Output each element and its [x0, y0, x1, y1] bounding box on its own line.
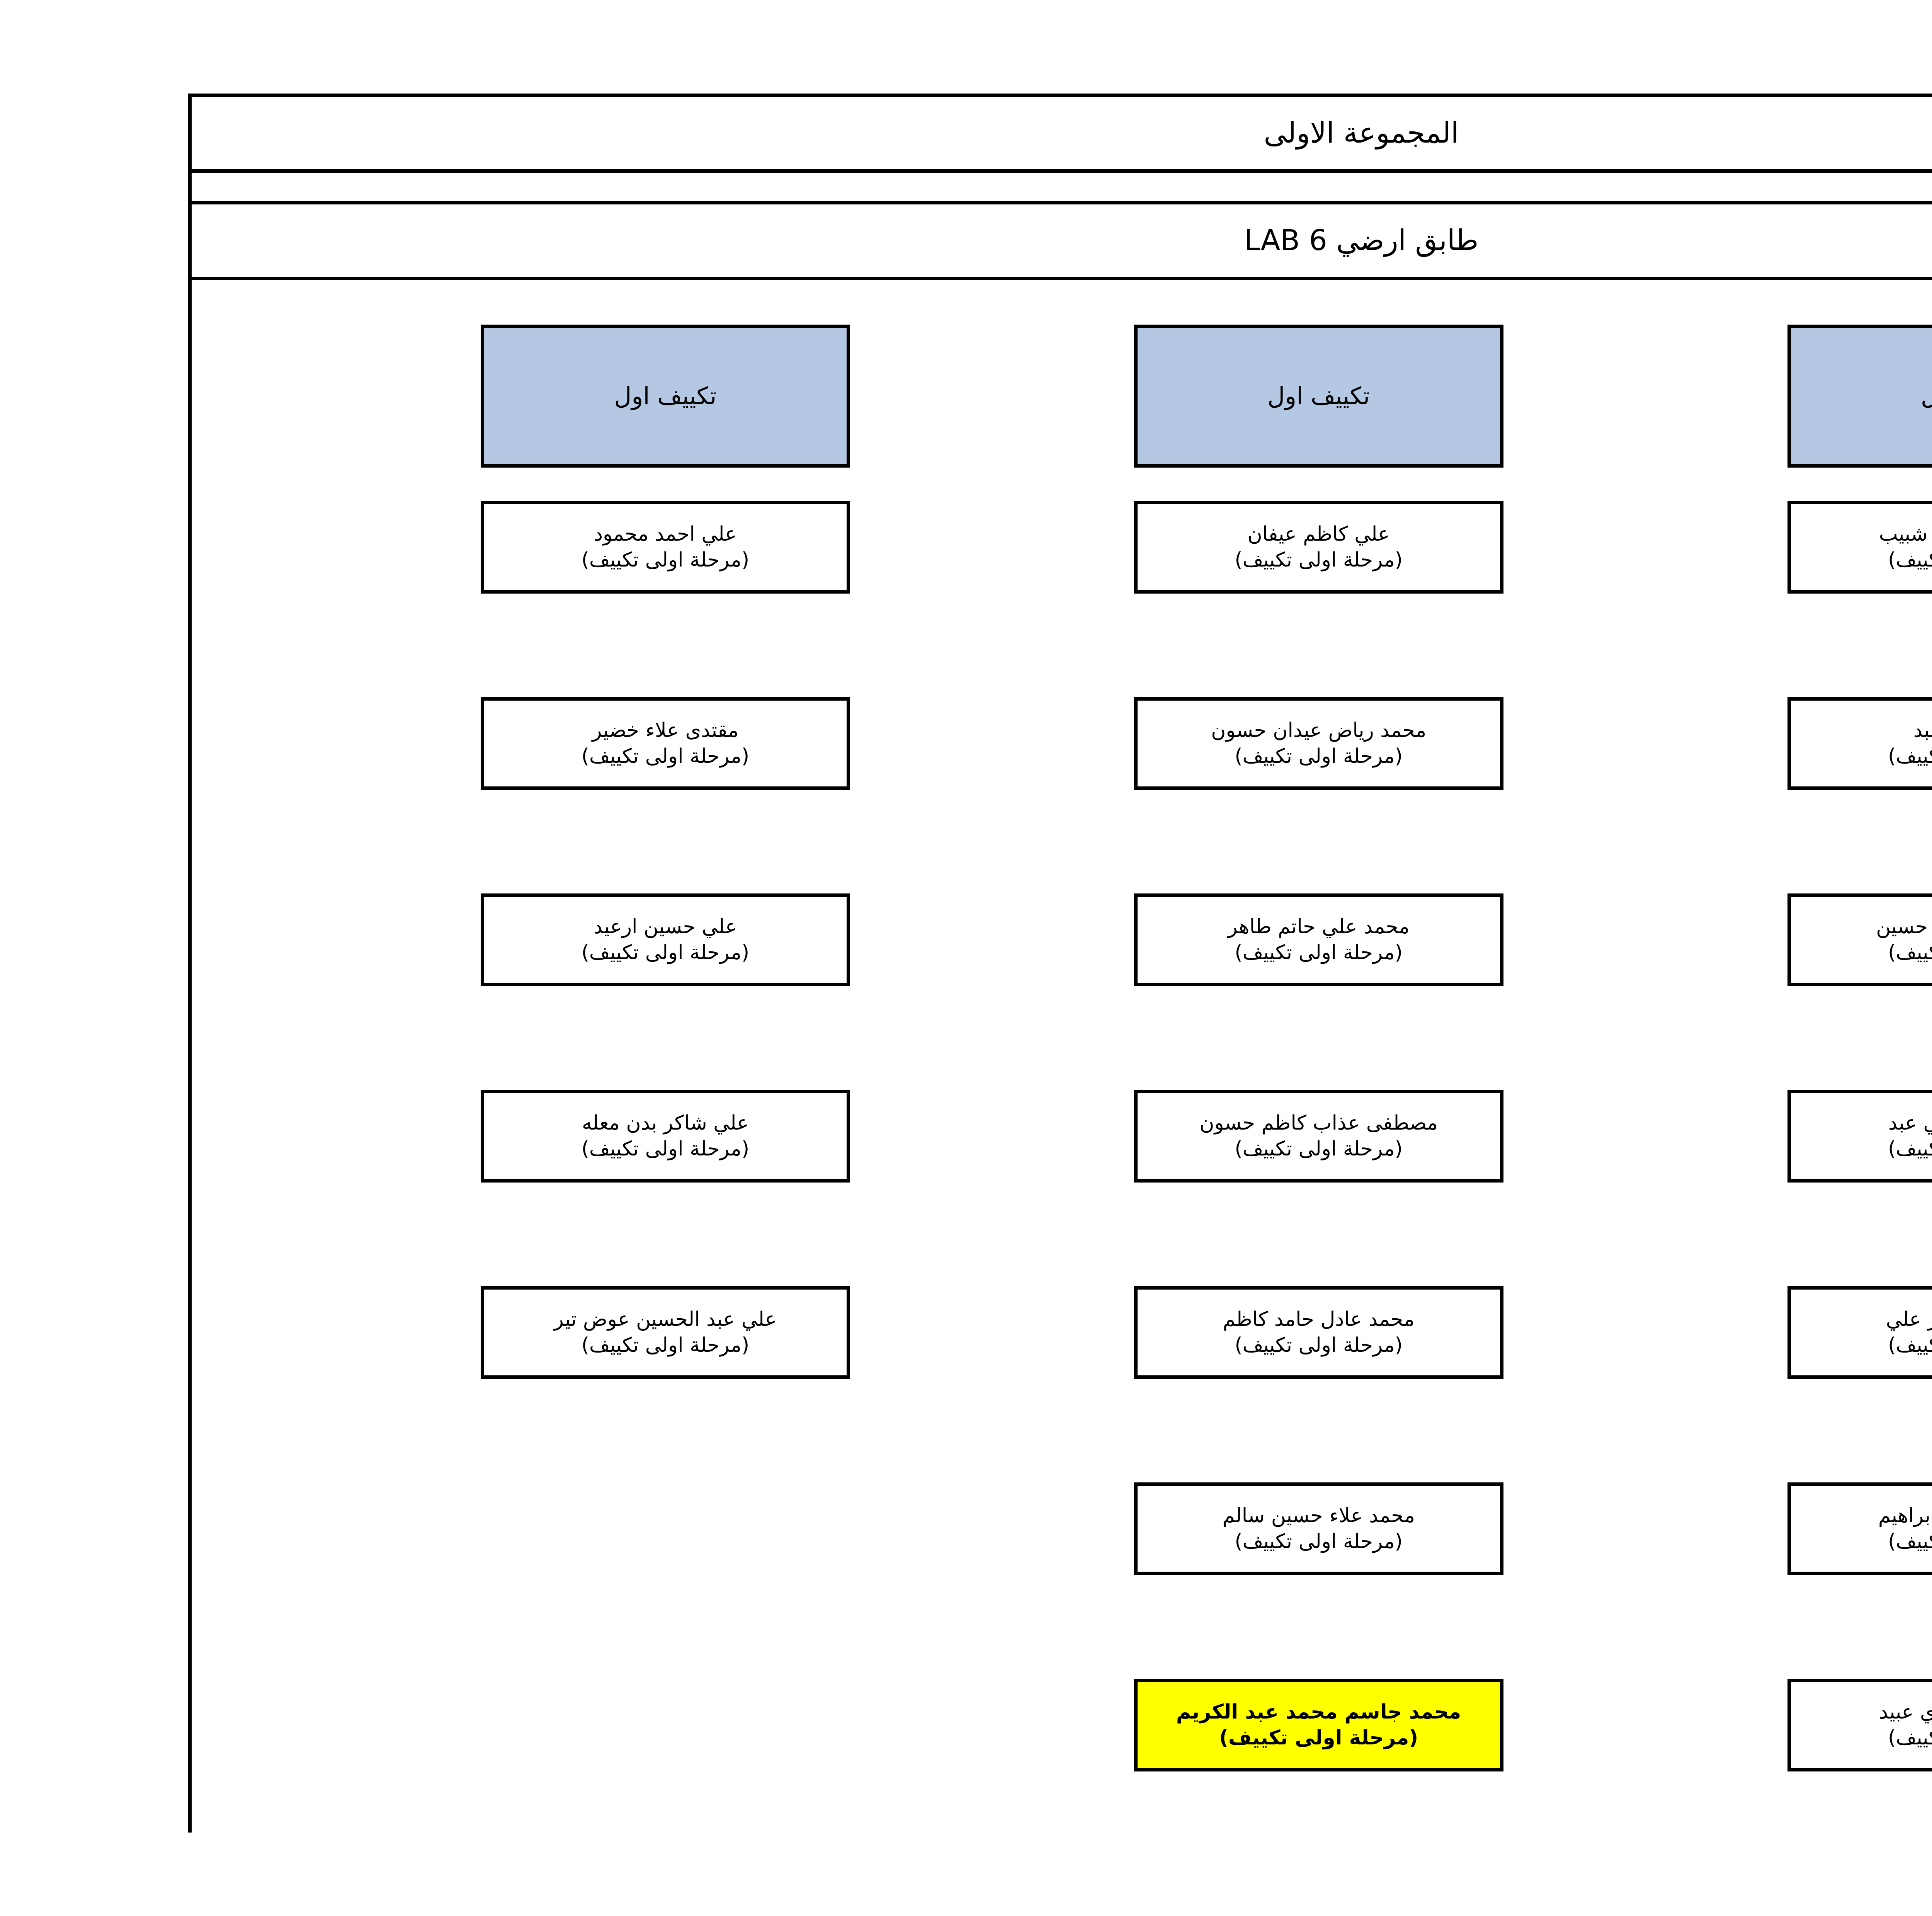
student-name: محمد علاء حسين سالم: [1222, 1504, 1415, 1528]
student-cell: ليث ياسين عبد ابراهيم(مرحلة اولى تكييف): [1787, 1482, 1932, 1575]
student-stage: (مرحلة اولى تكييف): [1235, 941, 1403, 964]
student-stage: (مرحلة اولى تكييف): [1235, 1530, 1403, 1553]
column-header-label: تكييف اول: [1267, 382, 1370, 410]
student-stage: (مرحلة اولى تكييف): [581, 1137, 750, 1160]
student-cell: محمد علي حاتم طاهر(مرحلة اولى تكييف): [1134, 893, 1503, 986]
student-stage: (مرحلة اولى تكييف): [1888, 548, 1932, 572]
group-title-bar: المجموعة الاولى: [188, 94, 1932, 173]
student-cell-highlighted: محمد جاسم محمد عبد الكريم(مرحلة اولى تكي…: [1134, 1679, 1503, 1771]
student-name: علي حسين ارعيد: [593, 915, 737, 939]
page-outer-frame: [188, 94, 1932, 1833]
floor-title-bar: طابق ارضي LAB 6: [188, 201, 1932, 280]
student-name: محمد جاسم محمد عبد الكريم: [1176, 1700, 1461, 1724]
student-stage: (مرحلة اولى تكييف): [1888, 1726, 1932, 1749]
student-cell: علي مجيد عبد (مرحلة اولى تكييف): [1787, 697, 1932, 790]
student-name: مصطفى عذاب كاظم حسون: [1199, 1111, 1438, 1135]
student-stage: (مرحلة اولى تكييف): [1888, 1530, 1932, 1553]
student-name: علي احمد محمود: [594, 522, 737, 546]
student-cell: محمد رياض عيدان حسون (مرحلة اولى تكييف): [1134, 697, 1503, 790]
student-name: علي كريم رشيد شبيب: [1879, 522, 1932, 546]
student-stage: (مرحلة اولى تكييف): [581, 1334, 750, 1357]
column-header-2: تكييف اول: [1134, 325, 1503, 468]
student-cell: فائز حسين علي عبد(مرحلة اولى تكييف): [1787, 1090, 1932, 1183]
column-header-3: تكييف اول: [1787, 325, 1932, 468]
student-stage: (مرحلة اولى تكييف): [1235, 745, 1403, 768]
student-name: محمد عادل حامد كاظم: [1223, 1308, 1415, 1331]
page-title: المجموعة الاولى: [1264, 116, 1459, 150]
student-stage: (مرحلة اولى تكييف): [1235, 1334, 1403, 1357]
student-cell: علي كريم رشيد شبيب(مرحلة اولى تكييف): [1787, 501, 1932, 594]
student-cell: علي عبد الحسين عوض تير (مرحلة اولى تكييف): [481, 1286, 850, 1379]
column-header-label: تكييف اول: [1920, 382, 1932, 410]
student-name: محمد رياض عيدان حسون: [1211, 719, 1427, 742]
page-subtitle: طابق ارضي LAB 6: [1244, 223, 1479, 257]
student-cell: علي شاكر بدن معله(مرحلة اولى تكييف): [481, 1090, 850, 1183]
student-stage: (مرحلة اولى تكييف): [1235, 548, 1403, 572]
student-cell: هادي غسان هادي عبيد(مرحلة اولى تكييف): [1787, 1679, 1932, 1771]
student-name: هادي غسان هادي عبيد: [1879, 1700, 1932, 1724]
student-name: محمد علي حاتم طاهر: [1228, 915, 1410, 939]
student-name: علي كاظم عيفان: [1247, 522, 1390, 546]
student-cell: علي حسين ارعيد(مرحلة اولى تكييف): [481, 893, 850, 986]
student-name: علي شاكر بدن معله: [582, 1111, 749, 1135]
student-name: قاسم محمد نور علي: [1886, 1308, 1932, 1331]
student-stage: (مرحلة اولى تكييف): [1888, 1334, 1932, 1357]
student-cell: محمد عادل حامد كاظم (مرحلة اولى تكييف): [1134, 1286, 1503, 1379]
student-cell: محمد علاء حسين سالم(مرحلة اولى تكييف): [1134, 1482, 1503, 1575]
student-stage: (مرحلة اولى تكييف): [1888, 1137, 1932, 1160]
student-stage: (مرحلة اولى تكييف): [581, 745, 750, 768]
column-header-label: تكييف اول: [614, 382, 717, 410]
student-cell: مقتدى علاء خضير (مرحلة اولى تكييف): [481, 697, 850, 790]
column-header-1: تكييف اول: [481, 325, 850, 468]
student-name: علي مجيد عبد: [1913, 719, 1932, 742]
student-name: فائز حسين علي عبد: [1888, 1111, 1932, 1135]
student-name: ليث ياسين عبد ابراهيم: [1878, 1504, 1932, 1528]
student-cell: قاسم محمد نور علي (مرحلة اولى تكييف): [1787, 1286, 1932, 1379]
student-cell: غيث حيدر محمد حسين(مرحلة اولى تكييف): [1787, 893, 1932, 986]
student-name: غيث حيدر محمد حسين: [1876, 915, 1932, 939]
student-stage: (مرحلة اولى تكييف): [1219, 1726, 1418, 1749]
student-name: علي عبد الحسين عوض تير: [554, 1308, 777, 1331]
student-cell: علي احمد محمود(مرحلة اولى تكييف): [481, 501, 850, 594]
student-stage: (مرحلة اولى تكييف): [1888, 745, 1932, 768]
student-cell: علي كاظم عيفان(مرحلة اولى تكييف): [1134, 501, 1503, 594]
student-stage: (مرحلة اولى تكييف): [581, 941, 750, 964]
student-name: مقتدى علاء خضير: [592, 719, 739, 742]
student-stage: (مرحلة اولى تكييف): [581, 548, 750, 572]
student-cell: مصطفى عذاب كاظم حسون(مرحلة اولى تكييف): [1134, 1090, 1503, 1183]
student-stage: (مرحلة اولى تكييف): [1235, 1137, 1403, 1160]
student-stage: (مرحلة اولى تكييف): [1888, 941, 1932, 964]
